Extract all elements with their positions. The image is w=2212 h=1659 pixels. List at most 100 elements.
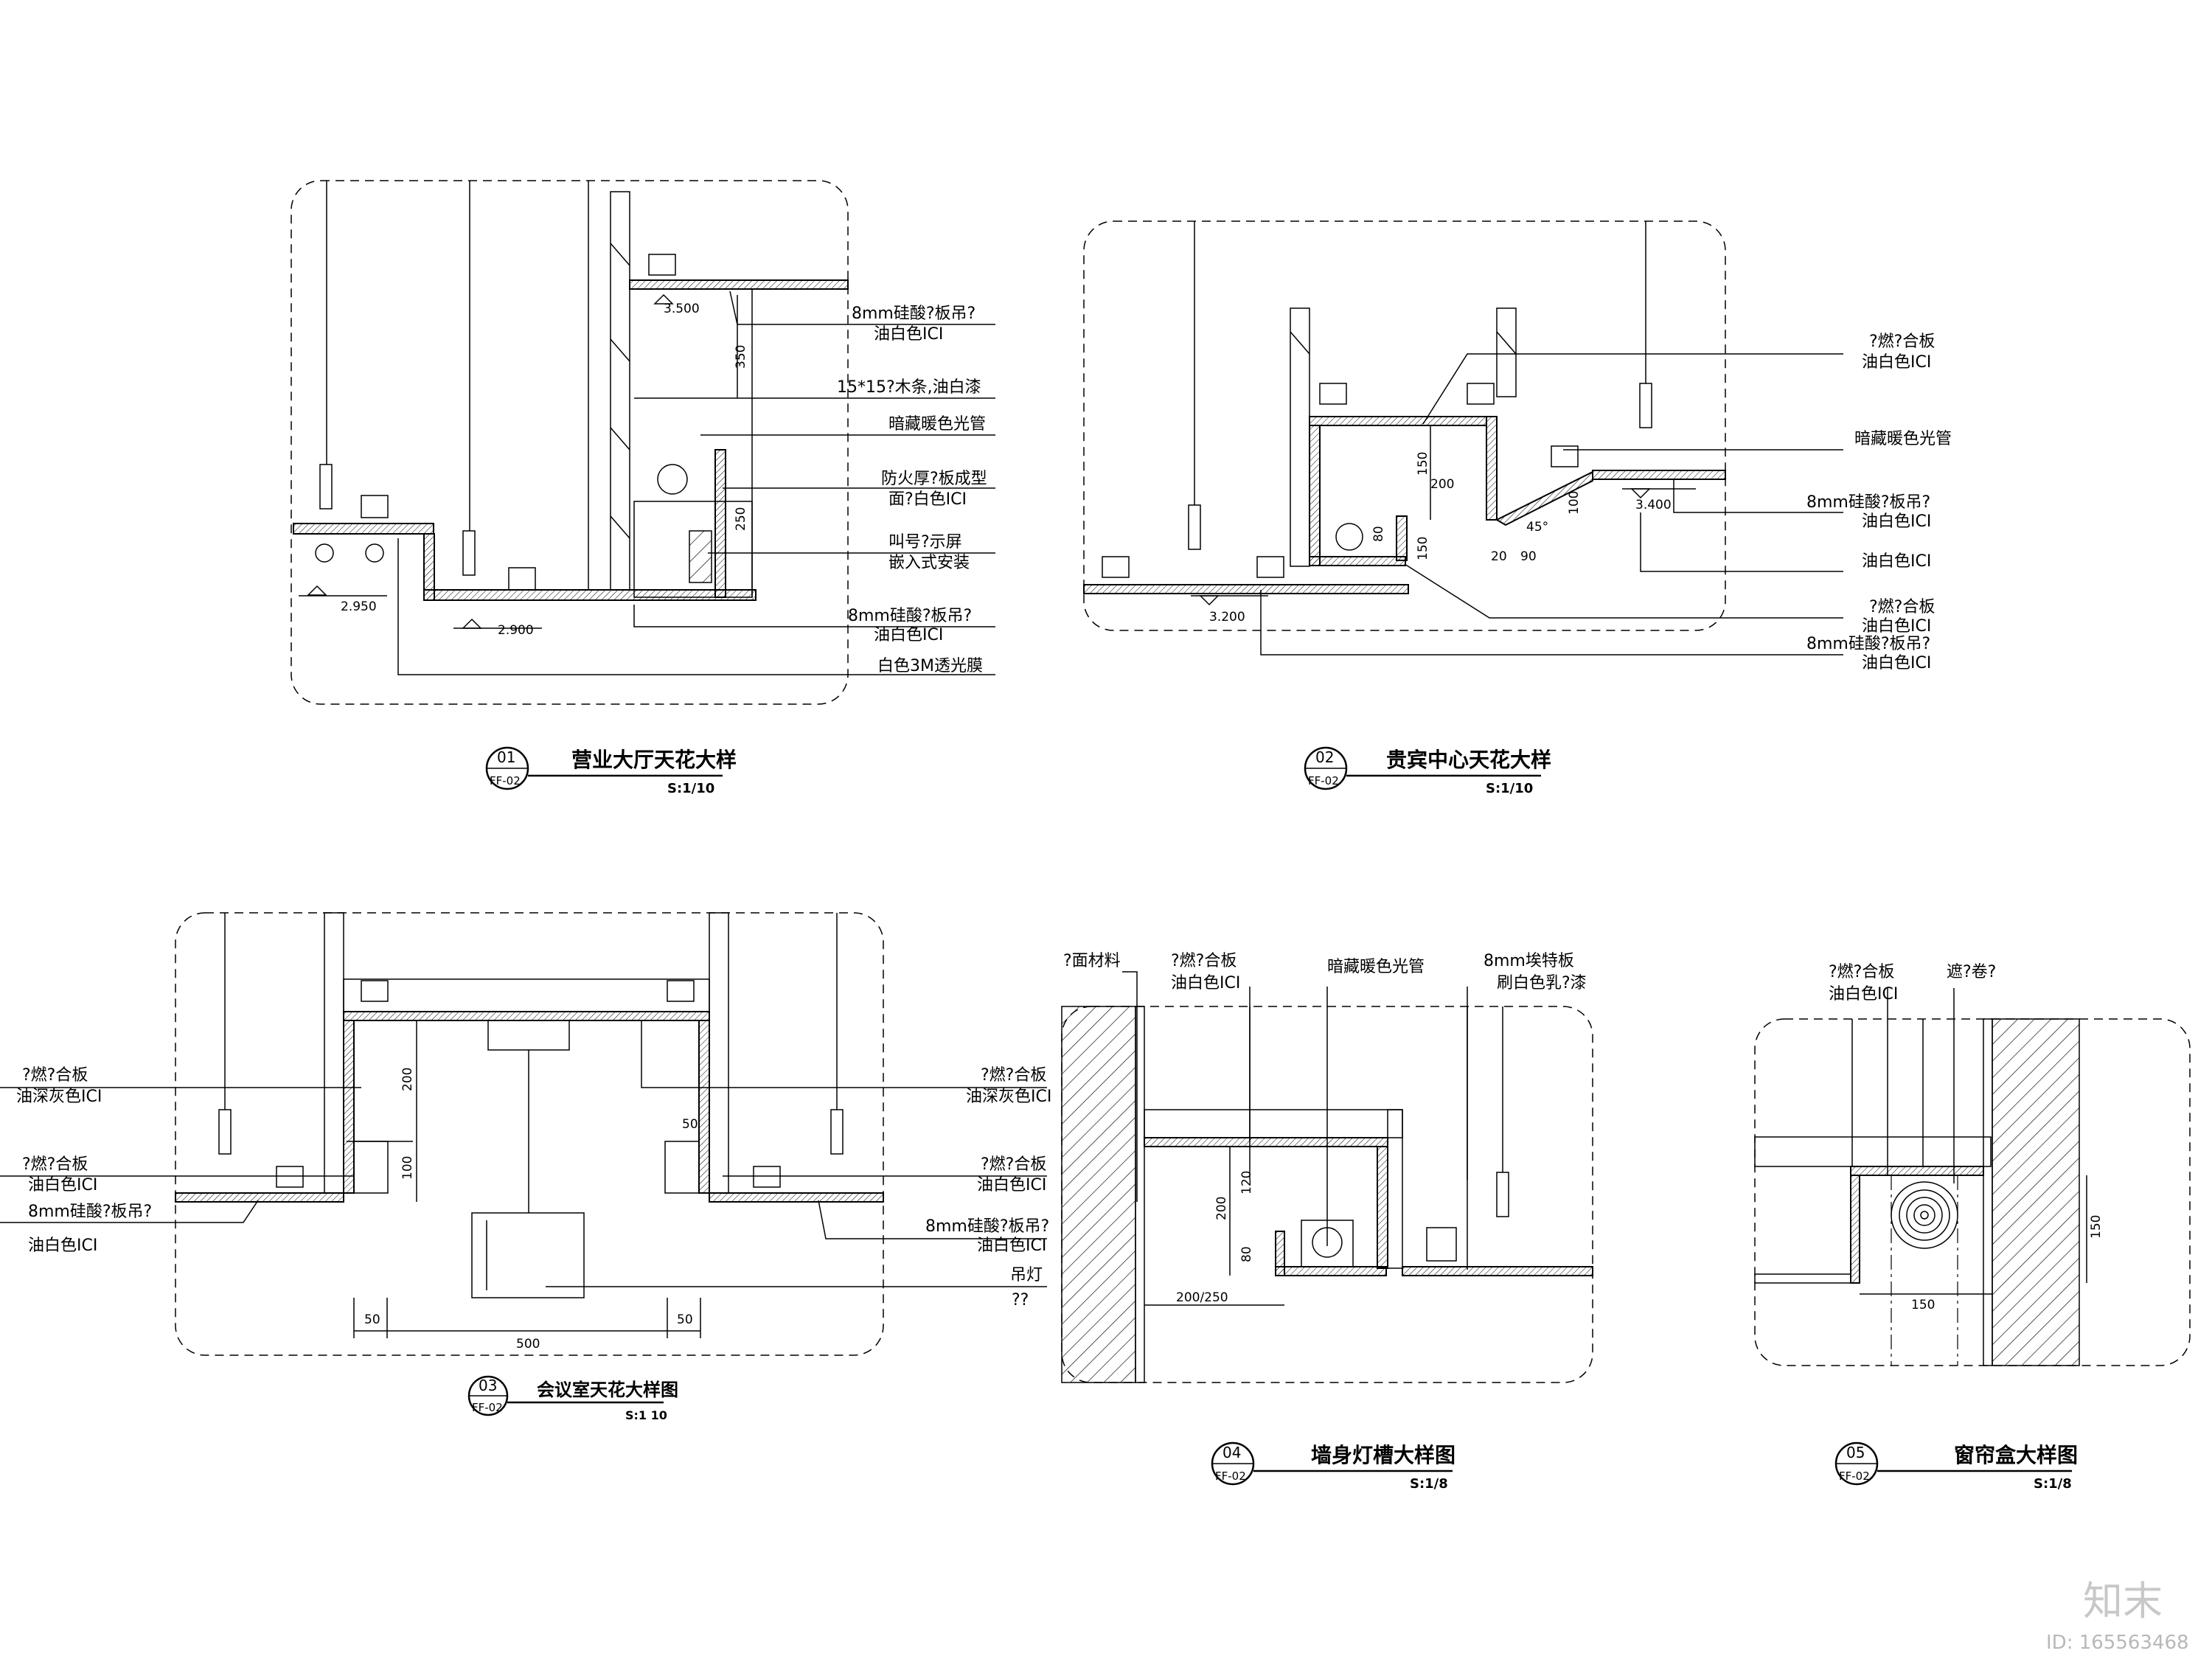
ceiling-board: [1309, 556, 1406, 566]
d03-right-label-1: ?燃?合板: [981, 1066, 1046, 1085]
ceiling-board: [1402, 1266, 1593, 1276]
detail-01-title: 营业大厅天花大样: [571, 748, 737, 772]
detail-04-title: 墙身灯槽大样图: [1311, 1443, 1455, 1467]
detail-05-title: 窗帘盒大样图: [1954, 1443, 2078, 1467]
d02-dim-5: 100: [1567, 491, 1582, 515]
lamp-tube-icon: [657, 464, 688, 495]
wall-section: [1992, 1018, 2080, 1366]
d02-label-6: 油白色ICI: [1862, 552, 1931, 571]
detail-01: 3.500 2.950 2.900 350 250 8mm硅酸?板吊? 油白色I…: [291, 180, 995, 796]
d02-label-1: ?燃?合板: [1869, 333, 1935, 351]
detail-02-sheet-ref: FF-02: [1308, 774, 1339, 787]
ceiling-board: [1275, 1266, 1387, 1276]
ceiling-board: [629, 279, 849, 290]
d04-label-5: 8mm埃特板: [1484, 952, 1574, 970]
detail-01-number: 01: [497, 748, 515, 766]
d03-dim-1: 200: [400, 1068, 415, 1091]
elevation-3500: 3.500: [664, 302, 700, 316]
detail-02-frame: [1083, 220, 1726, 631]
d01-label-5: 防火厚?板成型: [881, 470, 987, 488]
d02-label-8: 油白色ICI: [1862, 617, 1931, 636]
d04-dim-4: 200/250: [1176, 1290, 1228, 1305]
detail-02-title: 贵宾中心天花大样: [1386, 748, 1551, 772]
d02-label-5: 油白色ICI: [1862, 512, 1931, 531]
detail-04: 200 120 80 200/250 ?面材料 ?燃?合板 油白色ICI 暗藏暖…: [1061, 952, 1593, 1492]
ceiling-board: [709, 1192, 884, 1203]
detail-03-sheet-ref: FF-02: [472, 1401, 503, 1414]
detail-02-scale: S:1/10: [1486, 781, 1533, 796]
d02-label-4: 8mm硅酸?板吊?: [1806, 493, 1930, 512]
dim-250: 250: [734, 507, 748, 531]
d05-label-3: 遮?卷?: [1947, 963, 1996, 981]
d02-dim-2: 200: [1430, 477, 1454, 492]
detail-02-number: 02: [1315, 748, 1334, 766]
d03-right-label-6: 油白色ICI: [977, 1237, 1046, 1255]
d05-dim-2: 150: [2089, 1215, 2104, 1239]
d05-dim-1: 150: [1911, 1298, 1935, 1312]
d03-left-label-6: 油白色ICI: [28, 1237, 97, 1255]
elevation-2950: 2.950: [341, 599, 377, 614]
d03-left-label-1: ?燃?合板: [22, 1066, 88, 1085]
curtain-box-board: [1850, 1175, 1860, 1284]
d02-label-2: 油白色ICI: [1862, 353, 1931, 372]
detail-03-number: 03: [479, 1377, 497, 1394]
d01-label-11: 白色3M透光膜: [877, 657, 983, 675]
d05-label-1: ?燃?合板: [1829, 963, 1894, 981]
timber-column: [324, 912, 344, 1194]
light-fixture-icon: [315, 543, 334, 563]
watermark: 知末 ID: 165563468: [2046, 1578, 2189, 1654]
d03-dim-6: 50: [677, 1312, 693, 1327]
lamp-tube-icon: [1335, 523, 1363, 551]
pendant-lamp: [471, 1212, 585, 1298]
detail-03-title: 会议室天花大样图: [537, 1380, 678, 1400]
d02-dim-4: 80: [1371, 526, 1386, 542]
detail-03-scale: S:1 10: [625, 1408, 667, 1422]
elevation-2900: 2.900: [498, 623, 534, 638]
watermark-id: ID: 165563468: [2046, 1632, 2189, 1654]
cove-board: [714, 449, 726, 598]
timber-column: [1290, 307, 1310, 567]
curtain-box-board: [1850, 1166, 1984, 1176]
d03-dim-3: 50: [682, 1117, 698, 1132]
d01-label-4: 暗藏暖色光管: [888, 415, 986, 434]
d01-label-9: 8mm硅酸?板吊?: [848, 607, 972, 625]
d04-label-1: ?面材料: [1063, 952, 1121, 970]
d04-label-4: 暗藏暖色光管: [1327, 958, 1425, 976]
detail-04-scale: S:1/8: [1410, 1476, 1448, 1492]
timber-column: [709, 912, 729, 1194]
d02-label-9: 8mm硅酸?板吊?: [1806, 635, 1930, 653]
d03-dim-4: 50: [364, 1312, 380, 1327]
d04-dim-1: 200: [1214, 1197, 1229, 1220]
d03-right-label-2: 油深灰色ICI: [966, 1088, 1051, 1106]
timber-column: [1496, 307, 1517, 397]
d03-dim-5: 500: [516, 1337, 540, 1352]
d02-label-10: 油白色ICI: [1862, 654, 1931, 672]
cove-board: [1377, 1146, 1388, 1269]
detail-04-sheet-ref: FF-02: [1215, 1470, 1246, 1483]
d01-label-1: 8mm硅酸?板吊?: [852, 305, 975, 323]
ceiling-board: [343, 1020, 355, 1194]
ceiling-board: [1592, 470, 1726, 480]
ceiling-board: [1083, 584, 1409, 594]
ceiling-board: [698, 1020, 710, 1194]
d02-label-3: 暗藏暖色光管: [1854, 430, 1952, 448]
d03-left-label-5: 8mm硅酸?板吊?: [28, 1203, 152, 1221]
wall-section: [1061, 1006, 1136, 1383]
d01-label-2: 油白色ICI: [874, 325, 943, 344]
d02-dim-8: 45°: [1526, 520, 1548, 535]
detail-03: 200 100 50 50 500 50 ?燃?合板 油深灰色ICI ?燃?合板…: [0, 912, 1051, 1422]
elevation-3400: 3.400: [1635, 498, 1672, 512]
d01-label-3: 15*15?木条,油白漆: [837, 378, 981, 397]
d03-right-label-8: ??: [1012, 1291, 1029, 1310]
ceiling-board: [1309, 416, 1487, 426]
detail-01-frame: [291, 180, 849, 705]
d03-right-label-3: ?燃?合板: [981, 1155, 1046, 1174]
d01-label-7: 叫号?示屏: [888, 533, 962, 552]
detail-05-number: 05: [1846, 1444, 1865, 1461]
light-fixture-icon: [365, 543, 384, 563]
d03-left-label-3: ?燃?合板: [22, 1155, 88, 1174]
d03-right-label-7: 吊灯: [1010, 1266, 1043, 1284]
d02-dim-7: 90: [1520, 549, 1537, 564]
detail-05-scale: S:1/8: [2034, 1476, 2072, 1492]
